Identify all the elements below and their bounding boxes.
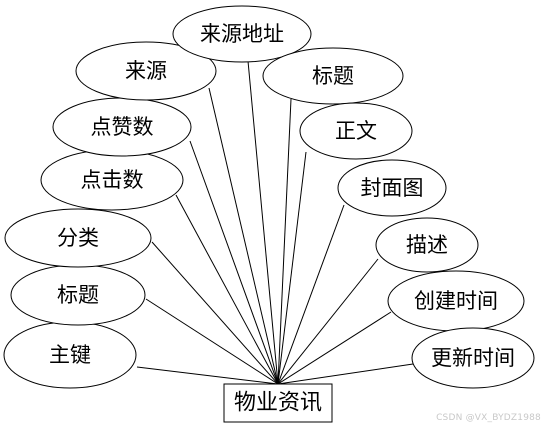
attribute-label: 创建时间 xyxy=(414,289,498,313)
attribute-label: 正文 xyxy=(335,119,377,143)
connector-line xyxy=(145,298,279,385)
connector-line xyxy=(247,60,279,385)
connector-line xyxy=(277,363,414,385)
attribute-label: 来源地址 xyxy=(200,22,284,46)
attribute-node: 正文 xyxy=(299,102,413,160)
connector-line xyxy=(136,366,279,385)
attribute-label: 封面图 xyxy=(361,176,424,200)
attribute-node: 主键 xyxy=(3,321,137,389)
attribute-label: 点击数 xyxy=(81,168,144,192)
attribute-node: 来源地址 xyxy=(172,5,312,63)
attribute-label: 标题 xyxy=(312,64,354,88)
attribute-ellipse xyxy=(411,327,535,389)
connector-line xyxy=(277,151,307,385)
attribute-node: 创建时间 xyxy=(387,270,525,332)
attribute-label: 标题 xyxy=(57,283,99,307)
attribute-node: 点赞数 xyxy=(52,97,192,157)
connector-line xyxy=(277,204,345,385)
attribute-node: 来源 xyxy=(75,41,217,101)
attribute-ellipse xyxy=(75,41,217,101)
attribute-node: 点击数 xyxy=(40,149,184,211)
connector-line xyxy=(175,194,279,385)
connector-line xyxy=(208,87,279,385)
attribute-ellipse xyxy=(375,217,479,273)
attribute-label: 来源 xyxy=(125,59,167,83)
attribute-label: 主键 xyxy=(49,343,91,367)
attribute-node: 描述 xyxy=(375,217,479,273)
attribute-label: 分类 xyxy=(57,226,99,250)
attribute-label: 点赞数 xyxy=(91,115,154,139)
entity-box xyxy=(223,383,333,423)
connector-lines xyxy=(136,60,414,385)
connector-line xyxy=(151,241,279,385)
attribute-node: 标题 xyxy=(262,47,404,105)
connector-line xyxy=(277,311,392,385)
watermark: CSDN @VX_BYDZ1988 xyxy=(436,413,541,423)
connector-line xyxy=(189,140,279,385)
attribute-ellipse xyxy=(262,47,404,105)
attribute-label: 更新时间 xyxy=(431,346,515,370)
attribute-node: 封面图 xyxy=(337,159,447,217)
attribute-node: 分类 xyxy=(4,208,152,268)
attribute-ellipse xyxy=(299,102,413,160)
connector-line xyxy=(277,98,292,385)
attribute-ellipse xyxy=(4,208,152,268)
attribute-node: 标题 xyxy=(10,264,146,326)
attribute-node: 更新时间 xyxy=(411,327,535,389)
attribute-label: 描述 xyxy=(406,233,448,257)
attribute-ellipse xyxy=(172,5,312,63)
connector-line xyxy=(277,258,379,385)
attribute-ellipse xyxy=(337,159,447,217)
entity-label: 物业资讯 xyxy=(234,391,322,416)
entity: 物业资讯 xyxy=(223,383,333,423)
